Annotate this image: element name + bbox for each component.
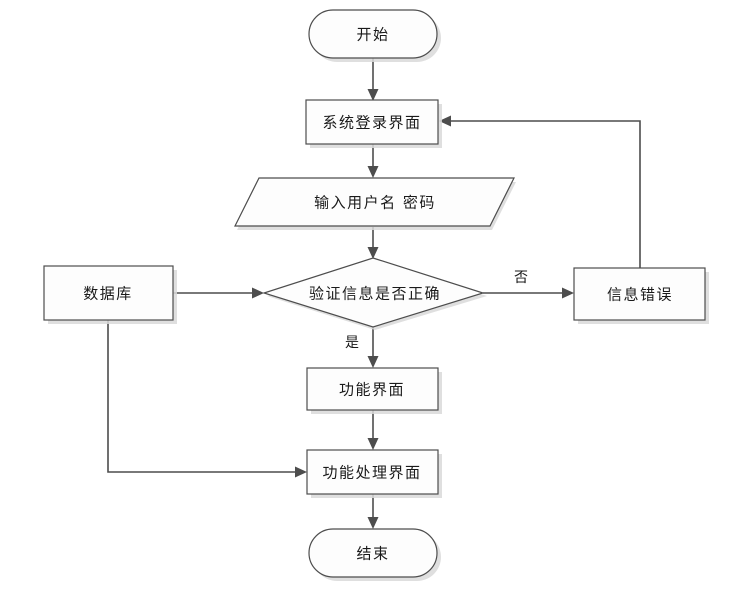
edge-start-to-login xyxy=(367,58,379,101)
node-verify-decision-label: 验证信息是否正确 xyxy=(309,285,441,303)
node-input-credentials[interactable]: 输入用户名 密码 xyxy=(234,177,516,230)
edge-login-to-input xyxy=(367,144,379,178)
node-database-label: 数据库 xyxy=(83,285,133,303)
node-start[interactable]: 开始 xyxy=(308,9,441,62)
edge-database-to-verify xyxy=(173,287,264,299)
node-feature-process[interactable]: 功能处理界面 xyxy=(306,449,442,498)
node-feature-ui-label: 功能界面 xyxy=(339,381,405,399)
node-login-ui-label: 系统登录界面 xyxy=(322,114,421,132)
edge-database-to-process xyxy=(107,320,307,478)
node-login-ui[interactable]: 系统登录界面 xyxy=(305,99,442,148)
edge-error-to-login xyxy=(439,115,641,268)
node-database[interactable]: 数据库 xyxy=(43,265,177,324)
node-feature-ui[interactable]: 功能界面 xyxy=(306,367,442,414)
connector-layer xyxy=(107,58,641,529)
edge-process-to-end xyxy=(367,494,379,529)
node-input-credentials-label: 输入用户名 密码 xyxy=(314,194,436,212)
edge-label-no: 否 xyxy=(514,270,528,286)
node-error[interactable]: 信息错误 xyxy=(573,267,709,324)
node-feature-process-label: 功能处理界面 xyxy=(322,464,421,482)
edge-verify-to-error xyxy=(483,287,574,299)
edge-feature-to-process xyxy=(367,410,379,450)
node-start-label: 开始 xyxy=(356,26,389,44)
node-end[interactable]: 结束 xyxy=(308,528,441,581)
edge-label-yes: 是 xyxy=(345,335,359,351)
node-verify-decision[interactable]: 验证信息是否正确 xyxy=(262,257,487,330)
edge-verify-to-feature xyxy=(367,327,379,368)
node-end-label: 结束 xyxy=(356,545,389,563)
node-error-label: 信息错误 xyxy=(607,286,673,304)
edge-input-to-verify xyxy=(367,227,379,259)
